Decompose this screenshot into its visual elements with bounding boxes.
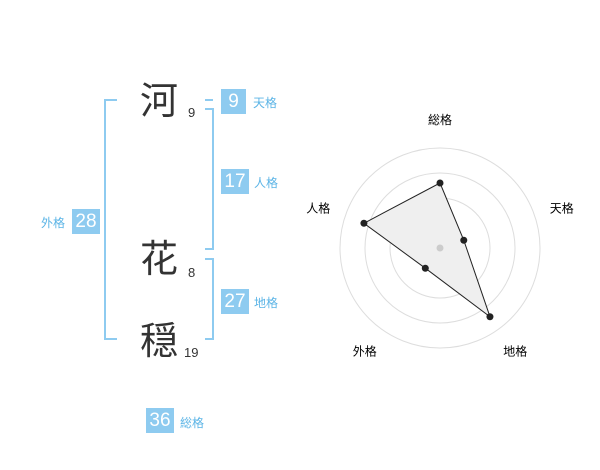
chikaku-value: 27 — [221, 289, 249, 314]
gaikaku-value: 28 — [72, 209, 100, 234]
name-char-2: 花 — [140, 237, 179, 281]
tenkaku-label: 天格 — [253, 96, 278, 110]
gaikaku-bracket — [104, 99, 117, 340]
radar-axis-label-2: 地格 — [503, 344, 527, 359]
radar-polygon — [362, 182, 491, 319]
radar-point-3 — [421, 264, 429, 272]
chikaku-label: 地格 — [254, 296, 279, 310]
radar-axis-label-4: 人格 — [306, 200, 330, 215]
stroke-count-2: 8 — [188, 265, 196, 280]
soukaku-value: 36 — [146, 408, 174, 433]
radar-point-0 — [436, 179, 444, 187]
radar-point-2 — [486, 313, 494, 321]
radar-axis-label-1: 天格 — [550, 200, 574, 215]
jinkaku-bracket — [205, 108, 214, 250]
radar-axis-label-3: 外格 — [353, 344, 377, 359]
gaikaku-label: 外格 — [41, 216, 66, 230]
soukaku-label: 総格 — [180, 416, 205, 430]
stroke-count-1: 9 — [188, 105, 196, 120]
name-char-1: 河 — [140, 79, 179, 123]
radar-point-4 — [360, 219, 368, 227]
radar-ring-3 — [364, 172, 516, 324]
radar-center-dot — [436, 244, 444, 252]
jinkaku-value: 17 — [221, 169, 249, 194]
radar-axis-label-0: 総格 — [428, 112, 452, 127]
jinkaku-label: 人格 — [254, 176, 279, 190]
chikaku-bracket — [205, 258, 214, 340]
tenkaku-value: 9 — [221, 89, 246, 114]
radar-point-1 — [460, 236, 468, 244]
name-char-3: 穏 — [140, 319, 179, 363]
stroke-count-3: 19 — [184, 345, 199, 360]
radar-ring-4 — [339, 147, 541, 349]
